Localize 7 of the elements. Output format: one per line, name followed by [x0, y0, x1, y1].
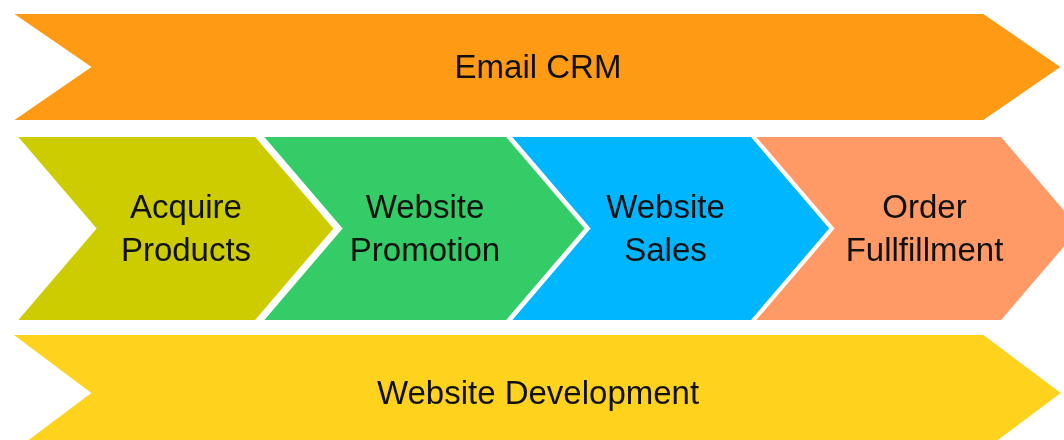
process-label: Website Development	[375, 372, 701, 413]
process-label: Order Fullfillment	[844, 186, 1005, 270]
process-label: Acquire Products	[119, 186, 253, 270]
chevron-shape	[752, 135, 1064, 322]
process-label: Website Promotion	[348, 186, 502, 270]
process-label: Website Sales	[605, 186, 726, 270]
process-label: Email CRM	[453, 46, 623, 87]
